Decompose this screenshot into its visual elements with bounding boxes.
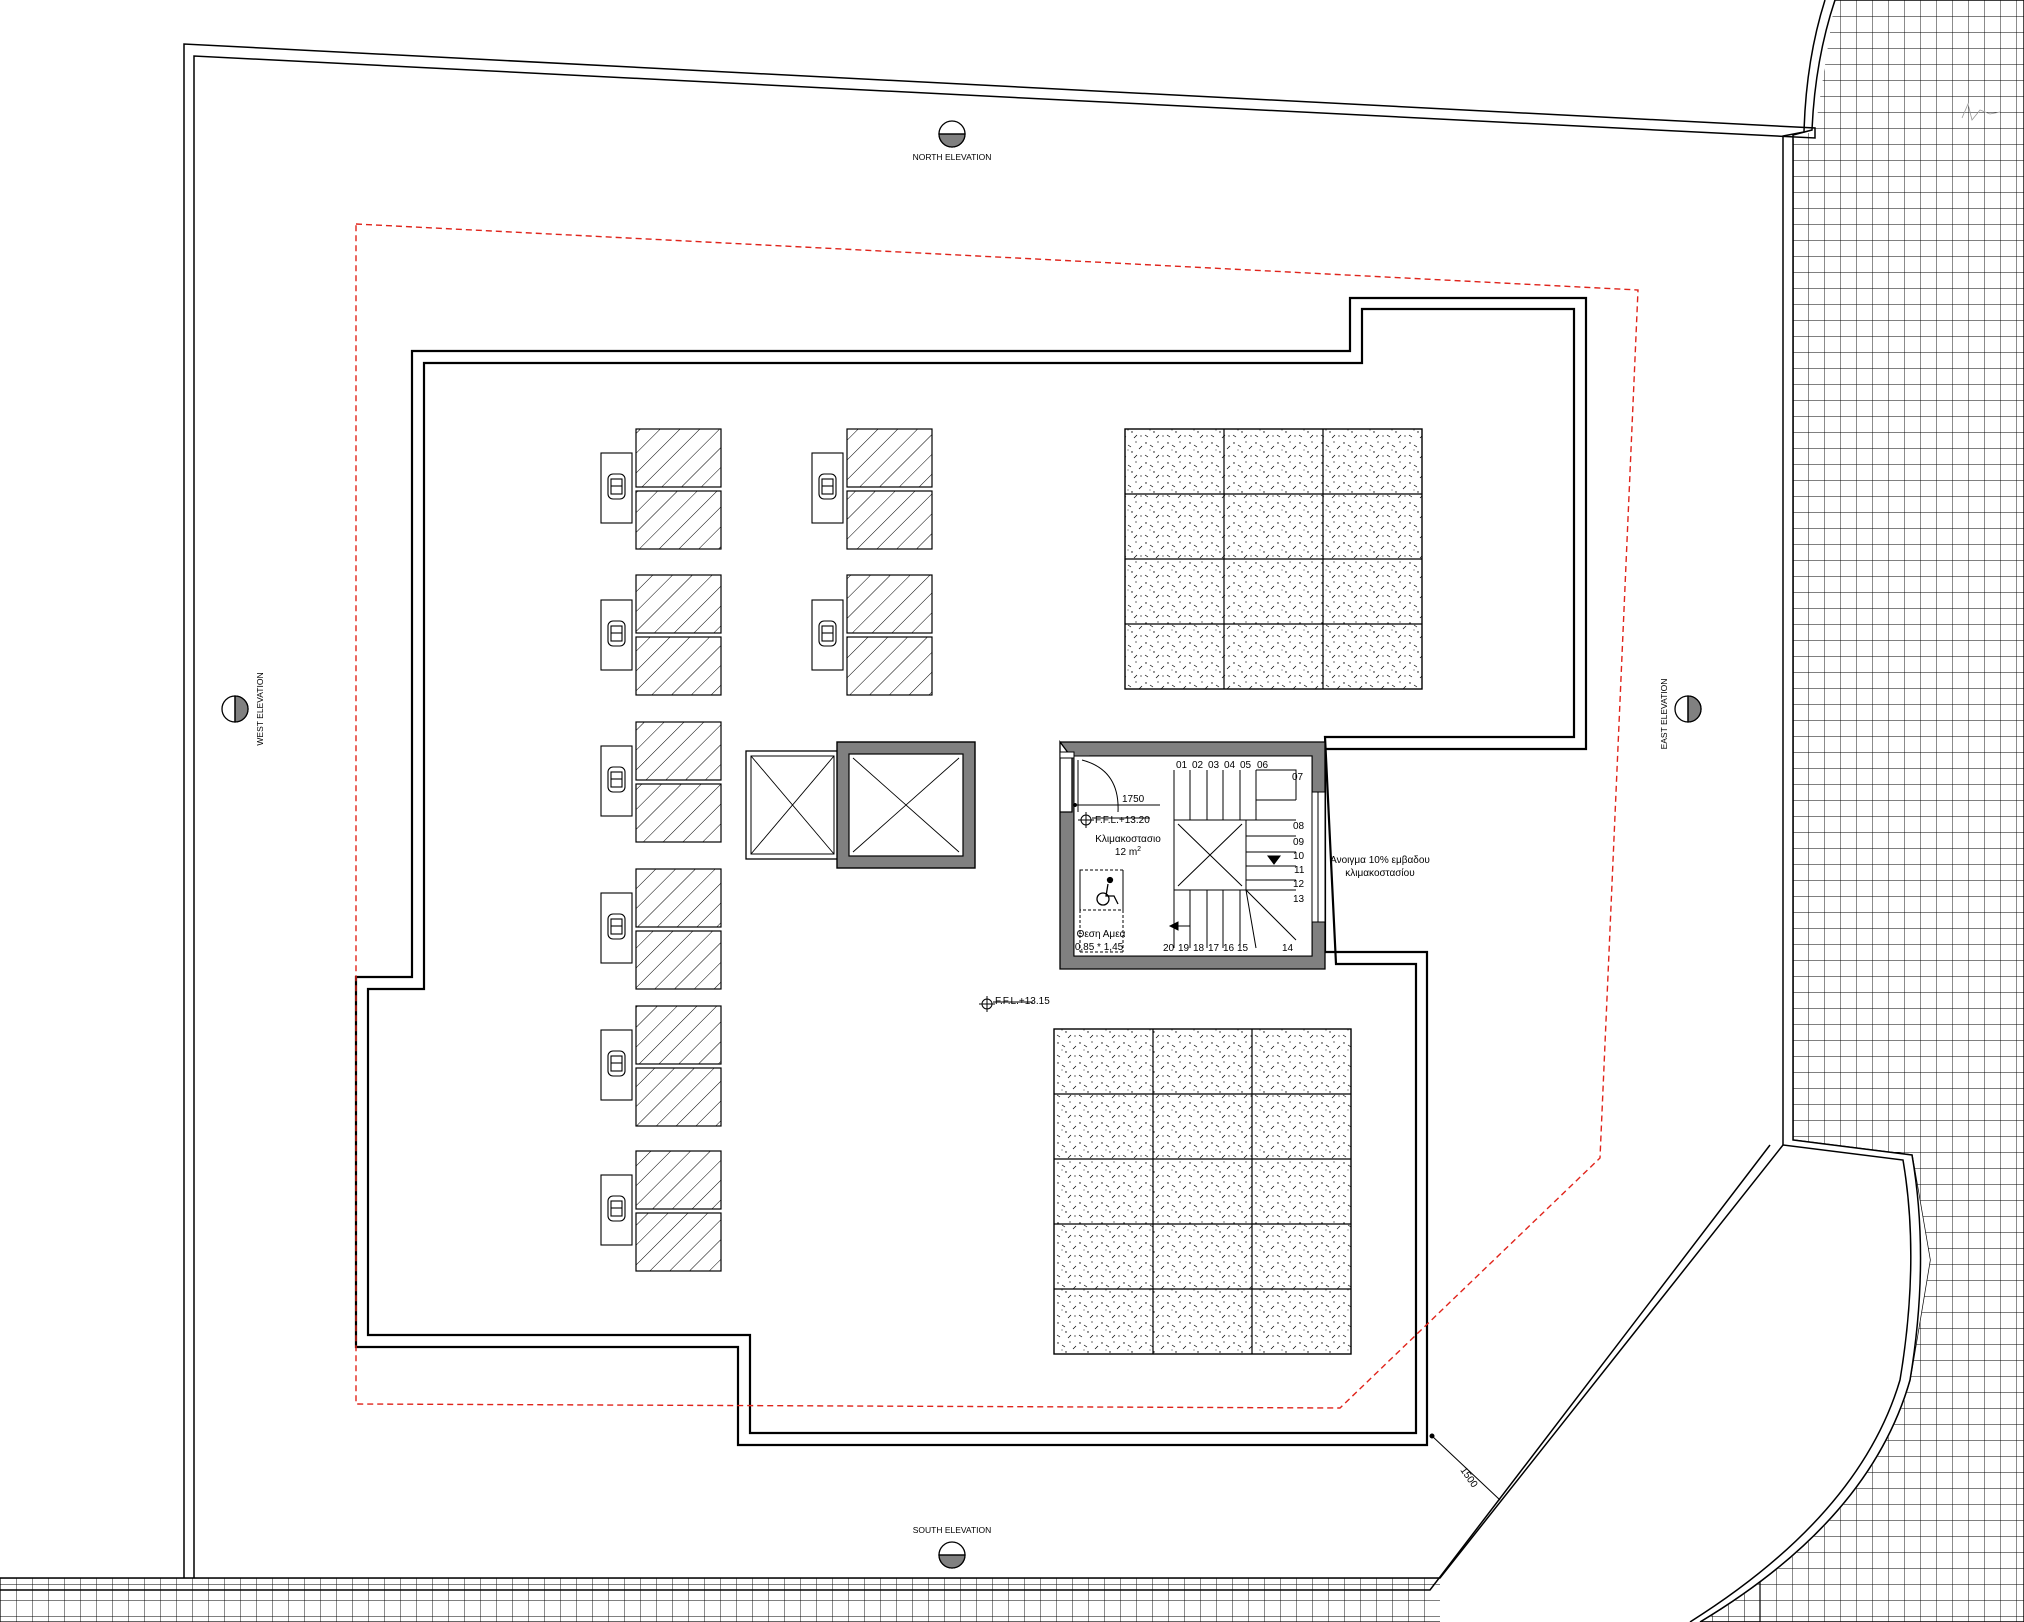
roof-level-label: F.F.L.+13.15 xyxy=(995,996,1050,1007)
elevation-marker-west xyxy=(221,695,249,723)
stairwell-area: 12 m2 xyxy=(1115,846,1141,858)
elevation-marker-north xyxy=(938,120,966,148)
step-number: 18 xyxy=(1193,943,1205,954)
south-elevation-label: SOUTH ELEVATION xyxy=(913,1525,992,1535)
step-number: 12 xyxy=(1293,879,1305,890)
step-number: 02 xyxy=(1192,760,1204,771)
site-boundary xyxy=(0,0,1922,1622)
elevation-marker-east xyxy=(1674,695,1702,723)
disabled-label-line1: Θεση Αμεα xyxy=(1077,929,1126,940)
step-number: 07 xyxy=(1292,772,1304,783)
signature xyxy=(1961,102,2001,121)
step-number: 20 xyxy=(1163,943,1175,954)
step-number: 13 xyxy=(1293,894,1305,905)
solar-panels-column-2 xyxy=(846,428,933,696)
vent-label-line2: κλιμακοστασίου xyxy=(1345,867,1414,879)
vent-label-line1: Άνοιγμα 10% εμβαδου xyxy=(1330,855,1430,866)
step-number: 04 xyxy=(1224,760,1236,771)
stair-level-label: F.F.L.+13.20 xyxy=(1095,815,1150,826)
level-marker-stair xyxy=(1078,812,1150,828)
step-number: 05 xyxy=(1240,760,1252,771)
step-number: 10 xyxy=(1293,851,1305,862)
step-number: 19 xyxy=(1178,943,1190,954)
west-elevation-label: WEST ELEVATION xyxy=(255,672,265,745)
paver-grid-north xyxy=(1124,428,1423,690)
step-number: 16 xyxy=(1223,943,1235,954)
stairwell-plan xyxy=(1059,751,1326,953)
setback-line xyxy=(355,223,1639,1409)
step-number: 08 xyxy=(1293,821,1305,832)
paver-grid-south xyxy=(1053,1028,1352,1355)
stairwell-name: Κλιμακοστασιο xyxy=(1095,834,1161,845)
solar-panels-column-1 xyxy=(635,428,722,1272)
door-dimension: 1750 xyxy=(1122,794,1145,805)
ac-unit-icon xyxy=(600,452,844,1246)
step-number: 14 xyxy=(1282,943,1294,954)
shaft-boxes xyxy=(745,741,976,869)
wheelchair-icon xyxy=(1096,876,1119,906)
step-number: 15 xyxy=(1237,943,1249,954)
east-elevation-label: EAST ELEVATION xyxy=(1659,679,1669,750)
step-number: 17 xyxy=(1208,943,1220,954)
step-number: 03 xyxy=(1208,760,1220,771)
disabled-label-line2: 0,85 * 1,45 xyxy=(1075,942,1124,953)
level-marker-roof xyxy=(979,996,1033,1012)
step-number: 06 xyxy=(1257,760,1269,771)
elevation-marker-south xyxy=(938,1541,966,1569)
step-number: 11 xyxy=(1294,865,1305,876)
dimension-lines xyxy=(1073,803,1501,1501)
north-elevation-label: NORTH ELEVATION xyxy=(913,152,992,162)
step-number: 01 xyxy=(1176,760,1188,771)
step-number: 09 xyxy=(1293,837,1305,848)
step-numbers: 01 02 03 04 05 06 07 08 09 10 11 12 13 1… xyxy=(1163,760,1305,954)
